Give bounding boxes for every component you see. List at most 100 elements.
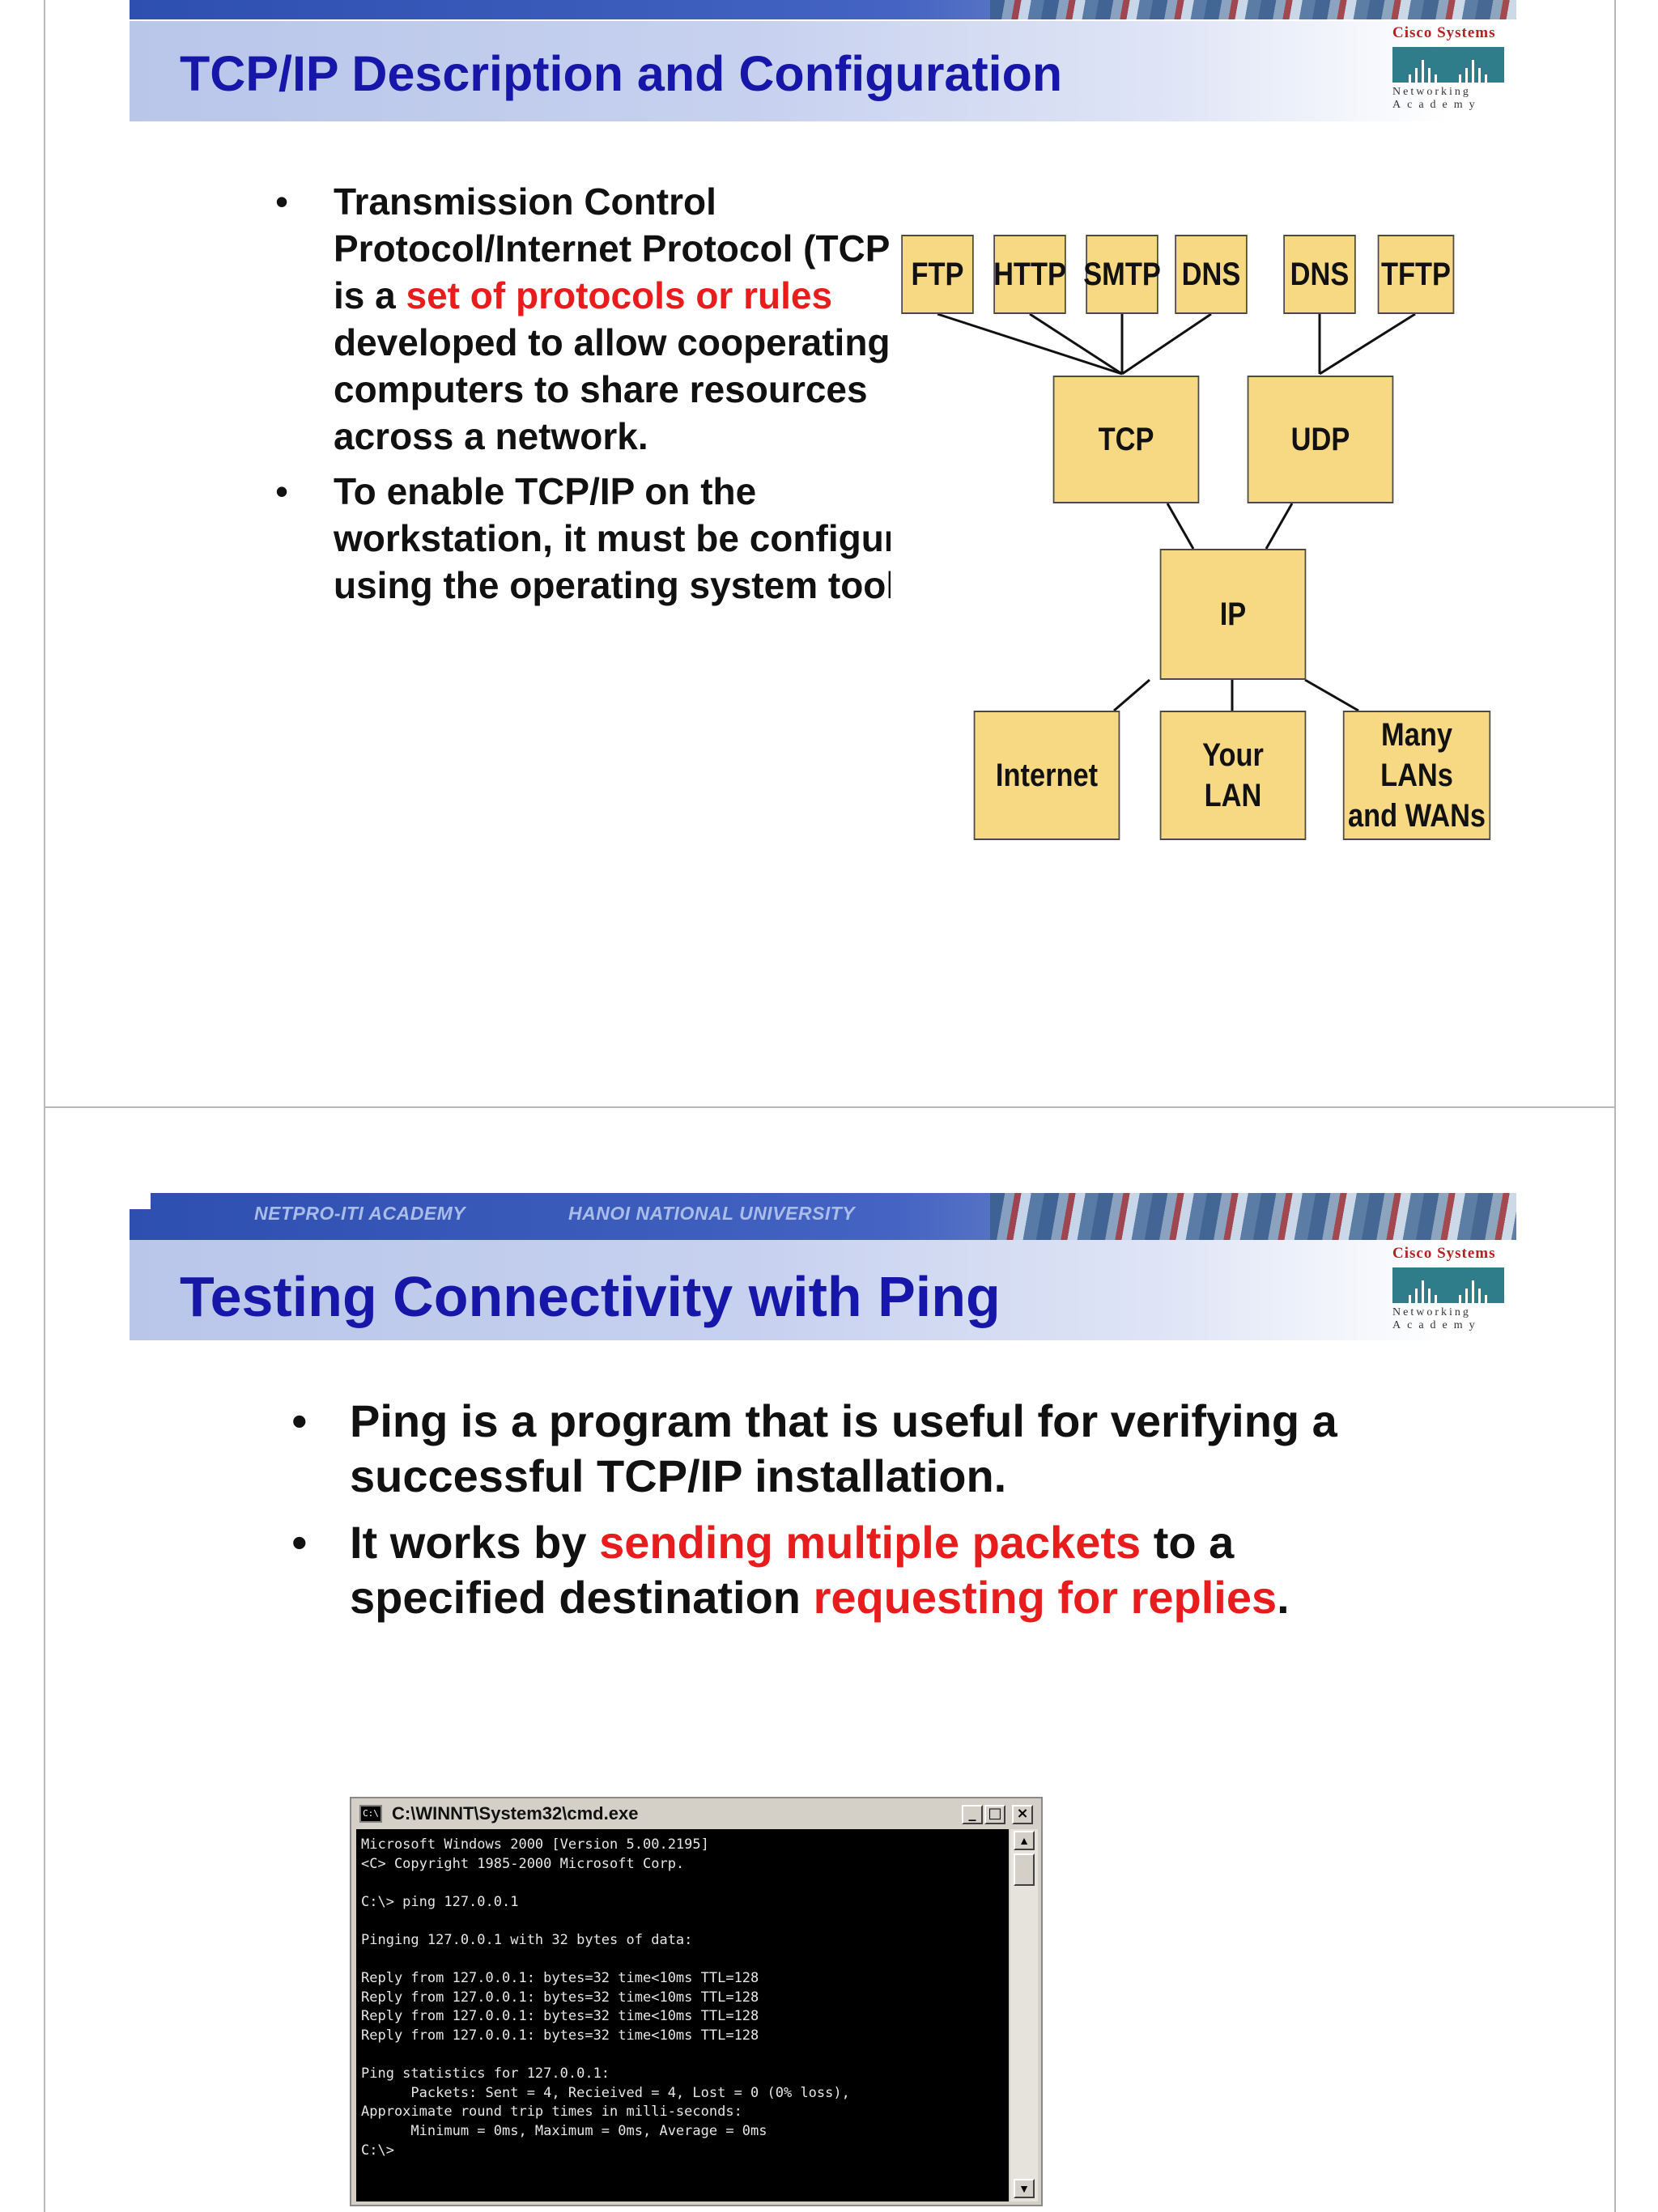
console-line: Reply from 127.0.0.1: bytes=32 time<10ms… bbox=[361, 2027, 759, 2044]
slide2-header-bar bbox=[130, 1240, 1516, 1340]
bullet-item: •It works by sending multiple packets to… bbox=[291, 1515, 1457, 1625]
console-line bbox=[361, 1951, 1004, 1970]
scroll-down-icon[interactable]: ▼ bbox=[1014, 2179, 1035, 2198]
netpro-academy-label: NETPRO-ITI ACADEMY bbox=[254, 1203, 466, 1224]
console-line: Reply from 127.0.0.1: bytes=32 time<10ms… bbox=[361, 2008, 759, 2025]
scroll-thumb[interactable] bbox=[1014, 1853, 1035, 1886]
console-line: Minimum = 0ms, Maximum = 0ms, Average = … bbox=[361, 2122, 767, 2139]
maximize-icon[interactable]: □ bbox=[984, 1805, 1005, 1824]
highlight-text: set of protocols or rules bbox=[406, 274, 833, 316]
bullet-text: It works by bbox=[350, 1517, 600, 1568]
strip-notch bbox=[130, 1193, 151, 1209]
console-line: C:\> bbox=[361, 2142, 394, 2159]
bullet-text: workstation, it must be configured bbox=[334, 517, 891, 559]
cmd-scrollbar[interactable]: ▲ ▼ bbox=[1010, 1829, 1038, 2201]
slide2-bullets: • Ping is a program that is useful for ve… bbox=[291, 1394, 1457, 1625]
bullet-text: using the operating system tools. bbox=[334, 564, 891, 606]
bullet-line: specified destination requesting for rep… bbox=[350, 1570, 1457, 1625]
page-border-right bbox=[1614, 0, 1616, 2212]
bullet-line: Transmission Control bbox=[334, 178, 891, 225]
bullet-text: specified destination bbox=[350, 1572, 814, 1623]
cisco-bridge-icon bbox=[1392, 1267, 1504, 1303]
bullet-line: using the operating system tools. bbox=[334, 562, 891, 609]
console-line: Ping statistics for 127.0.0.1: bbox=[361, 2066, 610, 2083]
console-line: Reply from 127.0.0.1: bytes=32 time<10ms… bbox=[361, 1989, 759, 2006]
proto-box-ftp: FTP bbox=[901, 235, 974, 314]
bullet-text: is a bbox=[334, 274, 406, 316]
bullet-text: developed to allow cooperating bbox=[334, 321, 891, 363]
bullet-text: Transmission Control bbox=[334, 180, 716, 223]
networking-text: Networking bbox=[1392, 86, 1471, 98]
cisco-logo-text: Cisco Systems bbox=[1392, 1245, 1496, 1262]
bullet-text: Ping is a program that is useful for ver… bbox=[350, 1395, 1337, 1446]
bullet-line: Ping is a program that is useful for ver… bbox=[350, 1394, 1457, 1449]
bullet-line: developed to allow cooperating bbox=[334, 319, 891, 366]
proto-box-udp: UDP bbox=[1247, 376, 1394, 503]
cisco-bridge-icon bbox=[1392, 47, 1504, 83]
network-box-internet: Internet bbox=[973, 711, 1120, 840]
cmd-app-icon: C:\ bbox=[359, 1805, 382, 1823]
bullet-text: successful TCP/IP installation. bbox=[350, 1450, 1007, 1501]
bullet-line: is a set of protocols or rules bbox=[334, 272, 891, 319]
bullet-text: . bbox=[1277, 1572, 1290, 1623]
proto-box-dns-udp: DNS bbox=[1283, 235, 1356, 314]
bullet-dot: • bbox=[275, 180, 289, 223]
bullet-dot: • bbox=[291, 1395, 308, 1446]
bullet-text: to a bbox=[1141, 1517, 1235, 1568]
console-line: Packets: Sent = 4, Recieived = 4, Lost =… bbox=[361, 2084, 850, 2101]
hanoi-university-label: HANOI NATIONAL UNIVERSITY bbox=[568, 1203, 856, 1224]
academy-text: Academy bbox=[1392, 99, 1482, 111]
highlight-text: sending multiple packets bbox=[599, 1517, 1141, 1568]
bullet-line: To enable TCP/IP on the bbox=[334, 468, 891, 515]
highlight-text: requesting for replies bbox=[813, 1572, 1278, 1623]
cmd-window: C:\ C:\WINNT\System32\cmd.exe _ □ × Micr… bbox=[350, 1797, 1043, 2206]
banner-photos bbox=[990, 0, 1516, 19]
proto-box-http: HTTP bbox=[993, 235, 1066, 314]
bullet-line: Protocol/Internet Protocol (TCP/IP) bbox=[334, 225, 891, 272]
slide2-top-strip bbox=[130, 1193, 1516, 1240]
console-line bbox=[361, 1912, 1004, 1931]
proto-box-smtp: SMTP bbox=[1083, 235, 1161, 314]
console-line bbox=[361, 2046, 1004, 2066]
cmd-window-title: C:\WINNT\System32\cmd.exe bbox=[392, 1803, 639, 1824]
bullet-text: computers to share resources bbox=[334, 368, 868, 410]
scroll-up-icon[interactable]: ▲ bbox=[1014, 1831, 1035, 1850]
bullet-text: To enable TCP/IP on the bbox=[334, 470, 757, 512]
cmd-console-output[interactable]: Microsoft Windows 2000 [Version 5.00.219… bbox=[356, 1829, 1009, 2201]
proto-box-ip: IP bbox=[1159, 549, 1307, 680]
console-line bbox=[361, 1874, 1004, 1893]
bullet-line: It works by sending multiple packets to … bbox=[350, 1515, 1457, 1570]
page-border-left bbox=[44, 0, 45, 2212]
bullet-item: • Ping is a program that is useful for ve… bbox=[291, 1394, 1457, 1504]
slide-divider bbox=[45, 1106, 1614, 1108]
bullet-line: computers to share resources bbox=[334, 366, 891, 413]
cisco-logo-text: Cisco Systems bbox=[1392, 24, 1496, 41]
console-line: Microsoft Windows 2000 [Version 5.00.219… bbox=[361, 1836, 709, 1853]
bullet-text: across a network. bbox=[334, 415, 648, 457]
networking-text: Networking bbox=[1392, 1306, 1471, 1318]
proto-box-tftp: TFTP bbox=[1377, 235, 1455, 314]
cmd-title-bar[interactable]: C:\ C:\WINNT\System32\cmd.exe _ □ × bbox=[353, 1800, 1039, 1828]
close-icon[interactable]: × bbox=[1012, 1805, 1033, 1824]
cisco-logo: Cisco Systems Networking Academy bbox=[1388, 1245, 1509, 1342]
console-line: Pinging 127.0.0.1 with 32 bytes of data: bbox=[361, 1931, 693, 1948]
minimize-icon[interactable]: _ bbox=[962, 1805, 983, 1824]
slide1-title: TCP/IP Description and Configuration bbox=[180, 46, 1063, 101]
bullet-line: successful TCP/IP installation. bbox=[350, 1449, 1457, 1504]
banner-photos bbox=[990, 1193, 1516, 1240]
proto-box-tcp: TCP bbox=[1052, 376, 1200, 503]
diagram-connector-lines bbox=[937, 312, 1416, 712]
bullet-text: Protocol/Internet Protocol (TCP/IP) bbox=[334, 227, 891, 270]
console-line: Reply from 127.0.0.1: bytes=32 time<10ms… bbox=[361, 1970, 759, 1987]
console-line: Approximate round trip times in milli-se… bbox=[361, 2104, 742, 2121]
tcpip-protocol-diagram: FTP HTTP SMTP DNS DNS TFTP TCP UDP IP In… bbox=[891, 227, 1506, 850]
slide1-header-bar bbox=[130, 21, 1516, 121]
bullet-line: workstation, it must be configured bbox=[334, 515, 891, 562]
console-line: C:\> ping 127.0.0.1 bbox=[361, 1893, 519, 1910]
cisco-logo: Cisco Systems Networking Academy bbox=[1388, 24, 1509, 121]
academy-text: Academy bbox=[1392, 1319, 1482, 1331]
